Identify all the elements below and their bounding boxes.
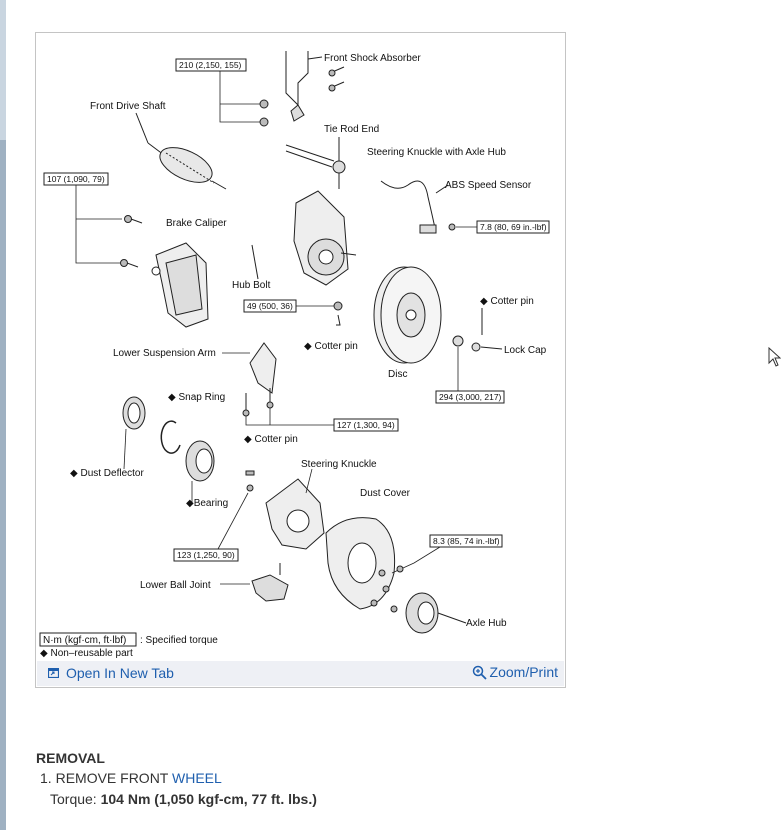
open-new-tab-label: Open In New Tab [66, 665, 174, 681]
bolts-caliper [120, 215, 143, 268]
snap-ring-part [160, 420, 181, 454]
zoom-print-label: Zoom/Print [489, 664, 558, 680]
label-cotter-pin-2: ◆ Cotter pin [480, 296, 534, 307]
shock-absorber-part [285, 51, 323, 122]
label-brake-caliper: Brake Caliper [166, 218, 227, 229]
open-tab-icon [48, 668, 59, 678]
zoom-in-icon [472, 665, 487, 680]
torque-label: Torque: [50, 791, 97, 807]
bearing-part [185, 440, 215, 482]
bolts-lower-arm [242, 388, 274, 417]
label-bearing: ◆Bearing [186, 498, 228, 509]
label-lower-ball-joint: Lower Ball Joint [140, 580, 211, 591]
torque-box-210 [175, 58, 247, 72]
label-lock-cap: Lock Cap [504, 345, 547, 356]
torque-49: 49 (500, 36) [247, 301, 293, 311]
steering-knuckle-hub-part [293, 190, 357, 286]
label-abs-speed-sensor: ABS Speed Sensor [445, 180, 532, 191]
torque-210: 210 (2,150, 155) [179, 60, 242, 70]
figure-link-bar: Open In New Tab Zoom/Print [37, 661, 564, 686]
diagram-figure: 210 (2,150, 155) Front Shock Absorber Fr… [35, 32, 566, 688]
label-disc: Disc [388, 369, 407, 380]
removal-step-1: 1. REMOVE FRONT WHEEL [40, 770, 222, 786]
label-hub-bolt: Hub Bolt [232, 280, 271, 291]
label-steering-knuckle: Steering Knuckle [301, 459, 377, 470]
ball-joint-part [251, 563, 289, 602]
label-dust-cover: Dust Cover [360, 488, 411, 499]
torque-107: 107 (1,090, 79) [47, 174, 105, 184]
brake-caliper-part [151, 242, 209, 328]
step-number: 1. [40, 770, 52, 786]
dust-cover-part [325, 517, 396, 610]
label-snap-ring: ◆ Snap Ring [168, 392, 225, 403]
label-axle-hub: Axle Hub [466, 618, 507, 629]
tie-rod-part [285, 137, 346, 189]
label-front-drive-shaft: Front Drive Shaft [90, 101, 166, 112]
torque-7-8: 7.8 (80, 69 in.-lbf) [480, 222, 547, 232]
torque-294: 294 (3,000, 217) [439, 392, 502, 402]
torque-8-3: 8.3 (85, 74 in.-lbf) [433, 536, 500, 546]
front-axle-exploded-diagram: 210 (2,150, 155) Front Shock Absorber Fr… [39, 51, 550, 659]
legend-unit-box [39, 632, 137, 647]
torque-box-123 [173, 548, 239, 562]
steering-knuckle-part [265, 478, 325, 550]
torque-123: 123 (1,250, 90) [177, 550, 235, 560]
torque-spec: Torque: 104 Nm (1,050 kgf-cm, 77 ft. lbs… [50, 791, 317, 807]
left-window-edge [0, 0, 6, 830]
torque-value: 104 Nm (1,050 kgf-cm, 77 ft. lbs.) [100, 791, 317, 807]
label-lower-suspension-arm: Lower Suspension Arm [113, 348, 216, 359]
drive-shaft-part [135, 112, 227, 190]
legend-nonreusable: ◆ Non–reusable part [40, 648, 133, 659]
label-steering-knuckle-axle-hub: Steering Knuckle with Axle Hub [367, 147, 506, 158]
zoom-print-link[interactable]: Zoom/Print [472, 664, 558, 680]
torque-127: 127 (1,300, 94) [337, 420, 395, 430]
open-new-tab-link[interactable]: Open In New Tab [48, 665, 174, 681]
legend-unit-text: : Specified torque [140, 635, 218, 646]
wheel-link[interactable]: WHEEL [172, 770, 222, 786]
torque-box-8-3 [429, 534, 503, 548]
axle-hub-part [405, 592, 467, 634]
label-tie-rod-end: Tie Rod End [324, 124, 379, 135]
label-dust-deflector: ◆ Dust Deflector [70, 468, 144, 479]
step-text: REMOVE FRONT [55, 770, 169, 786]
torque-box-294 [435, 390, 505, 404]
section-title: REMOVAL [36, 750, 105, 766]
bolts-top [259, 66, 345, 127]
disc-part [373, 266, 442, 364]
label-cotter-pin-1: ◆ Cotter pin [304, 341, 358, 352]
label-cotter-pin-3: ◆ Cotter pin [244, 434, 298, 445]
dust-deflector-part [122, 396, 146, 430]
legend-unit: N·m (kgf·cm, ft·lbf) [43, 635, 126, 646]
mouse-cursor-icon [768, 347, 781, 367]
abs-sensor-part [380, 180, 449, 234]
label-front-shock-absorber: Front Shock Absorber [324, 53, 421, 64]
